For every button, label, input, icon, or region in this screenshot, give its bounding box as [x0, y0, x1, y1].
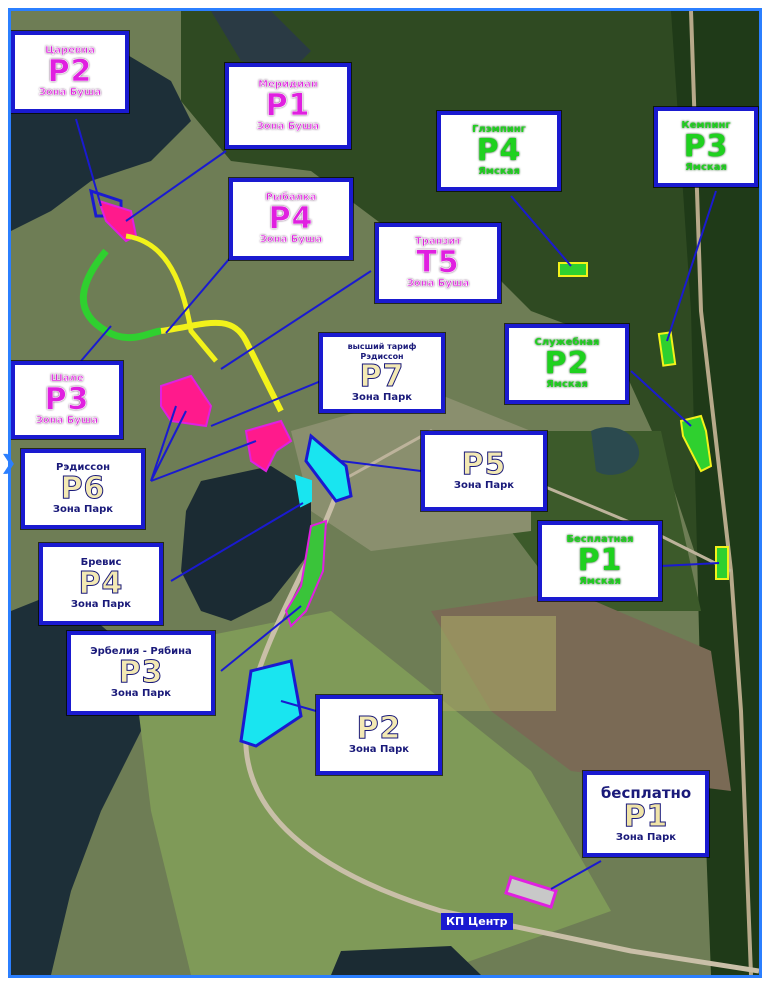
label-code: P2	[47, 54, 93, 89]
label-name: бесплатно	[600, 784, 692, 802]
parking-free-park[interactable]	[504, 875, 558, 909]
label-zone: Зона Буша	[35, 415, 99, 427]
label-free-yam[interactable]: Бесплатная P1 Ямская	[538, 521, 662, 601]
parking-brevis[interactable]	[294, 474, 312, 508]
parking-service[interactable]	[679, 414, 713, 473]
label-zone: Зона Парк	[52, 504, 114, 515]
label-name: Меридиан	[258, 79, 318, 91]
label-erbelia[interactable]: Эрбелия - Рябина P3 Зона Парк	[67, 631, 215, 715]
forest-north	[181, 11, 759, 631]
pond-south	[331, 946, 481, 975]
leader-lines	[75, 118, 720, 890]
label-zone: Зона Парк	[453, 480, 515, 491]
label-radisson[interactable]: Рэдиссон P6 Зона Парк	[21, 449, 145, 529]
label-meridian[interactable]: Меридиан P1 Зона Буша	[225, 63, 351, 149]
label-name: Царевна	[45, 45, 96, 57]
label-rybalka[interactable]: Рыбалка P4 Зона Буша	[229, 178, 353, 260]
label-name: Рэдиссон	[56, 462, 110, 473]
label-code: P4	[476, 133, 522, 168]
label-zone: Ямская	[579, 576, 621, 587]
parking-erbelia[interactable]	[284, 519, 328, 628]
label-code: P3	[683, 129, 729, 164]
label-service[interactable]: Служебная P2 Ямская	[505, 324, 629, 404]
label-code: P2	[356, 711, 402, 746]
chevron-right-icon[interactable]: ❯	[0, 450, 17, 474]
label-code: P1	[623, 799, 669, 834]
label-transit[interactable]: Транзит T5 Зона Буша	[375, 223, 501, 303]
label-zone: Зона Буша	[406, 278, 470, 290]
label-radisson-high[interactable]: высший тариф Рэдиссон P7 Зона Парк	[319, 333, 445, 413]
label-code: P3	[44, 382, 90, 417]
label-zone: Зона Парк	[70, 599, 132, 610]
label-name: Служебная	[534, 337, 600, 348]
pond-east	[591, 427, 640, 475]
kp-center-label: КП Центр	[441, 913, 513, 930]
label-zone: Зона Буша	[256, 121, 320, 133]
label-code: P3	[118, 655, 164, 690]
parking-p5[interactable]	[304, 433, 353, 503]
label-code: P7	[359, 359, 405, 394]
label-p2-park[interactable]: P2 Зона Парк	[316, 695, 442, 775]
map-frame: Царевна P2 Зона Буша Меридиан P1 Зона Бу…	[8, 8, 762, 978]
parking-camping[interactable]	[657, 331, 677, 367]
label-name: Транзит	[414, 236, 462, 248]
label-tsarevna[interactable]: Царевна P2 Зона Буша	[11, 31, 129, 113]
parking-p2-park[interactable]	[239, 659, 303, 748]
parking-transit[interactable]	[160, 319, 284, 413]
label-camping[interactable]: Кемпинг P3 Ямская	[654, 107, 758, 187]
label-name: Шале	[50, 373, 84, 385]
label-zone: Зона Парк	[351, 392, 413, 403]
label-free-park[interactable]: бесплатно P1 Зона Парк	[583, 771, 709, 857]
label-zone: Ямская	[478, 166, 520, 177]
label-shale[interactable]: Шале P3 Зона Буша	[11, 361, 123, 439]
label-zone: Зона Парк	[615, 832, 677, 843]
parking-glamping[interactable]	[558, 262, 588, 277]
pond-north	[211, 11, 311, 71]
label-code: P1	[265, 88, 311, 123]
label-code: P4	[268, 201, 314, 236]
cottage-plots	[441, 616, 556, 711]
label-name: Рыбалка	[265, 192, 317, 204]
label-name: Глэмпинг	[472, 124, 526, 135]
label-zone: Зона Парк	[348, 744, 410, 755]
label-code: P4	[78, 566, 124, 601]
label-glamping[interactable]: Глэмпинг P4 Ямская	[437, 111, 561, 191]
label-code: P5	[461, 447, 507, 482]
label-zone: Ямская	[685, 162, 727, 173]
label-code: T5	[416, 245, 460, 280]
marina-bay	[181, 466, 311, 621]
label-name: Кемпинг	[681, 120, 731, 131]
label-p5[interactable]: P5 Зона Парк	[421, 431, 547, 511]
label-name: Бревис	[80, 557, 122, 568]
forest-east	[671, 11, 759, 975]
label-code: P2	[544, 346, 590, 381]
label-zone: Ямская	[546, 379, 588, 390]
label-zone: Зона Буша	[259, 234, 323, 246]
label-name: высший тариф Рэдиссон	[347, 342, 417, 361]
label-brevis[interactable]: Бревис P4 Зона Парк	[39, 543, 163, 625]
label-zone: Зона Парк	[110, 688, 172, 699]
label-zone: Зона Буша	[38, 87, 102, 99]
parking-radisson-high[interactable]	[244, 419, 293, 473]
label-code: P6	[60, 471, 106, 506]
label-name: Бесплатная	[566, 534, 634, 545]
label-name: Эрбелия - Рябина	[90, 646, 192, 657]
label-code: P1	[577, 543, 623, 578]
